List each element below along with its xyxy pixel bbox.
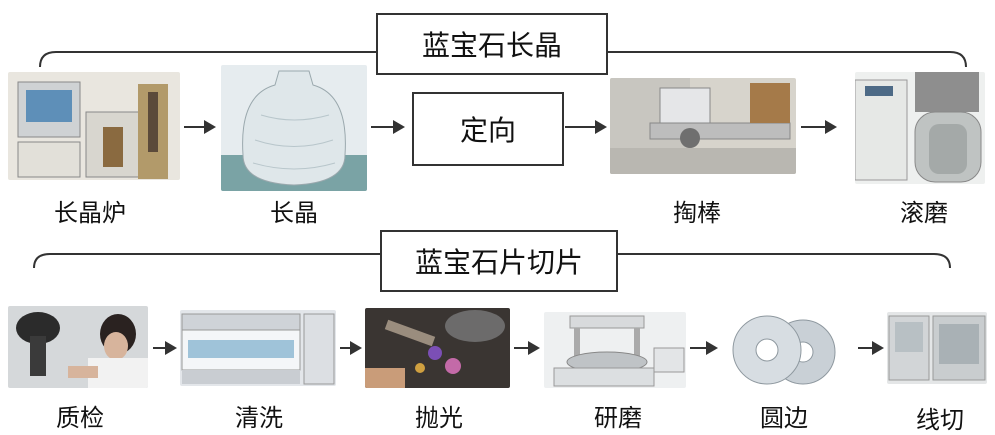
top-step-label: 滚磨 (900, 199, 948, 227)
lapping-machine-photo (544, 312, 686, 388)
arrow-3 (565, 120, 607, 134)
bottom-step-label: 清洗 (235, 404, 283, 432)
arrow-1 (184, 120, 216, 134)
edge-rounding-wheels-photo (727, 312, 837, 388)
quality-inspection-photo (8, 306, 148, 388)
bottom-step-label: 线切 (916, 406, 964, 434)
arrow-8 (690, 341, 718, 355)
bottom-step-label: 圆边 (760, 404, 808, 432)
bottom-step-label: 研磨 (594, 404, 642, 432)
top-step-label: 掏棒 (673, 199, 721, 227)
cleaning-machine-photo (180, 310, 336, 386)
polishing-photo (365, 308, 510, 388)
bottom-step-label: 质检 (56, 404, 104, 432)
top-group-brace (39, 51, 967, 68)
bottom-step-label: 抛光 (415, 404, 463, 432)
barrel-grinding-machine-photo (855, 72, 985, 184)
sapphire-boule-photo (221, 65, 367, 191)
wire-saw-photo (887, 312, 987, 384)
arrow-5 (153, 341, 177, 355)
core-drilling-machine-photo (610, 78, 796, 174)
arrow-7 (514, 341, 540, 355)
bottom-group-title: 蓝宝石片切片 (380, 230, 618, 292)
arrow-6 (340, 341, 362, 355)
orientation-box: 定向 (412, 92, 564, 166)
bottom-group-brace (33, 253, 951, 269)
top-step-label: 长晶 (270, 199, 318, 227)
top-step-label: 长晶炉 (54, 199, 126, 227)
top-group-title: 蓝宝石长晶 (376, 13, 608, 75)
arrow-4 (801, 120, 837, 134)
arrow-2 (371, 120, 405, 134)
arrow-9 (858, 341, 884, 355)
crystal-furnace-photo (8, 72, 180, 180)
